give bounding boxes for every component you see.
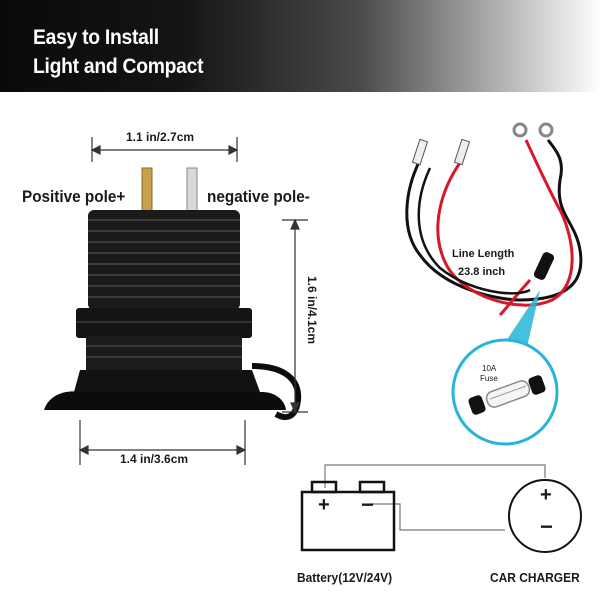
car-charger-label: CAR CHARGER: [490, 570, 580, 585]
top-width-dimension: [90, 137, 239, 162]
threaded-socket-body: [44, 210, 302, 420]
charger-plus-sign: +: [540, 484, 552, 506]
car-charger-icon: [508, 479, 582, 553]
fuse-callout: [451, 290, 559, 446]
height-dimension: [282, 218, 308, 414]
negative-pin: [186, 167, 198, 214]
battery-label: Battery(12V/24V): [297, 570, 393, 585]
positive-pole-label: Positive pole+: [22, 187, 126, 206]
base-width-dimension: [78, 420, 247, 465]
battery-icon: [300, 480, 396, 552]
banner-title-line-2: Light and Compact: [33, 55, 204, 78]
line-length-value: 23.8 inch: [458, 266, 506, 278]
wire-connectors: [411, 122, 554, 166]
positive-pin: [141, 167, 153, 214]
base-width-label: 1.4 in/3.6cm: [120, 452, 189, 466]
battery-minus-sign: −: [361, 492, 374, 517]
battery-plus-sign: +: [318, 494, 330, 516]
fuse-rating-label: 10A: [482, 364, 497, 373]
header-banner: Easy to Install Light and Compact: [0, 0, 600, 92]
fuse-label: Fuse: [480, 374, 498, 383]
top-width-label: 1.1 in/2.7cm: [126, 130, 195, 144]
height-label: 1.6 in/4.1cm: [305, 275, 319, 345]
negative-pole-label: negative pole-: [207, 187, 310, 206]
line-length-label: Line Length: [452, 248, 515, 260]
wire-harness: [405, 139, 583, 317]
wiring-lines: [324, 464, 546, 531]
charger-minus-sign: −: [540, 514, 553, 539]
banner-title-line-1: Easy to Install: [33, 26, 159, 49]
